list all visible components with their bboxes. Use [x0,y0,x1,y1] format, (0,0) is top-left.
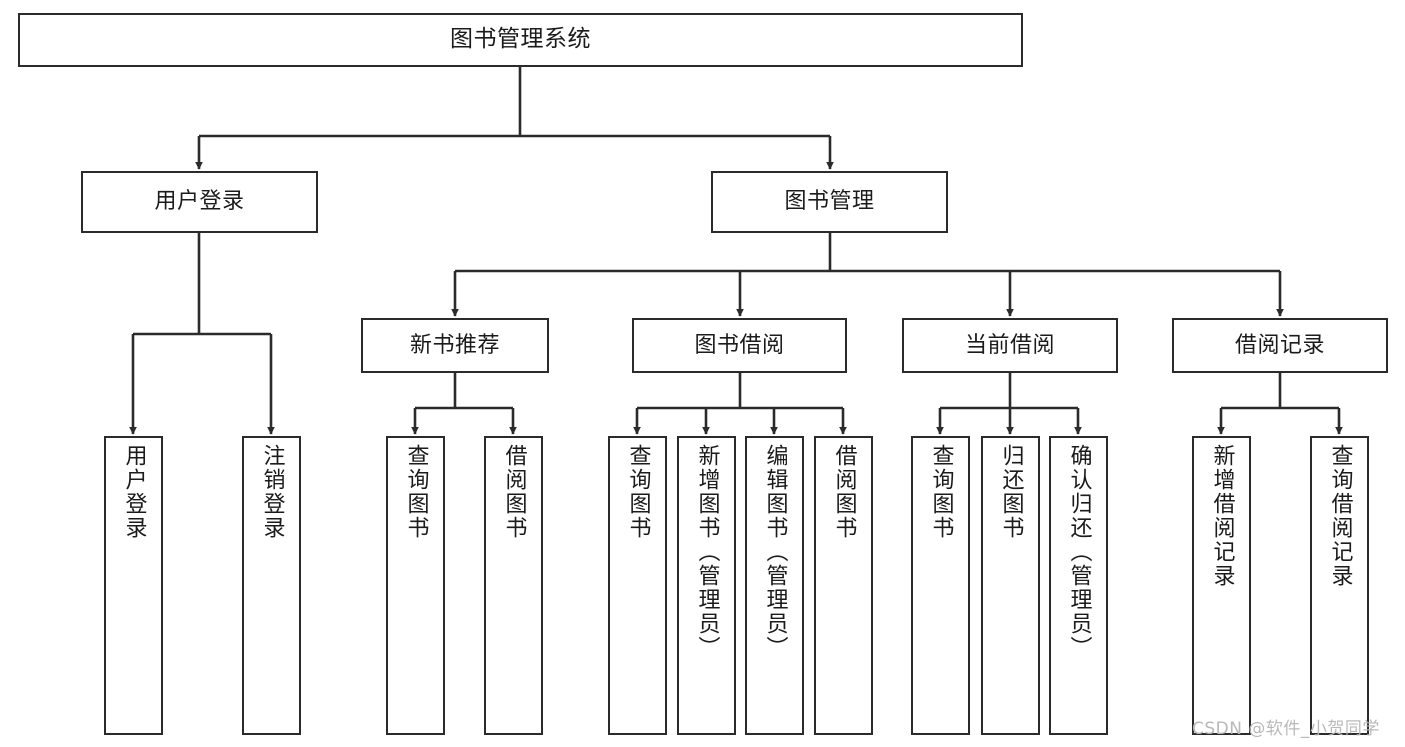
node-level2-book-management-label: 图书管理 [784,189,875,215]
node-leaf-label: 借阅图书 [831,444,857,540]
node-leaf-label: 用户登录 [121,444,147,540]
node-level3-current-borrow-label: 当前借阅 [964,332,1055,358]
node-leaf-label: 新增借阅记录 [1209,444,1235,588]
node-leaf-label: 查询借阅记录 [1327,444,1353,588]
node-leaf-confirm-return-admin[interactable]: 确认归还（管理员） [1049,436,1108,735]
node-leaf-query-book-current[interactable]: 查询图书 [911,436,970,735]
node-level3-book-borrow-label: 图书借阅 [694,332,785,358]
node-leaf-label: 归还图书 [998,444,1024,540]
node-leaf-edit-book-admin[interactable]: 编辑图书（管理员） [745,436,804,735]
node-level3-book-borrow[interactable]: 图书借阅 [632,318,847,373]
node-leaf-borrow-book-recommend[interactable]: 借阅图书 [484,436,543,735]
node-level2-user-login-label: 用户登录 [154,189,245,215]
node-level3-current-borrow[interactable]: 当前借阅 [902,318,1118,373]
node-leaf-query-borrow-record[interactable]: 查询借阅记录 [1310,436,1369,735]
node-root-label: 图书管理系统 [450,26,591,53]
node-leaf-return-book[interactable]: 归还图书 [981,436,1040,735]
node-level3-borrow-records[interactable]: 借阅记录 [1172,318,1388,373]
node-root-book-management-system[interactable]: 图书管理系统 [18,13,1023,67]
node-level3-new-book-recommend-label: 新书推荐 [409,332,500,358]
node-leaf-user-login[interactable]: 用户登录 [104,436,163,735]
node-leaf-borrow-book[interactable]: 借阅图书 [814,436,873,735]
node-level3-borrow-records-label: 借阅记录 [1234,332,1325,358]
node-leaf-query-book-borrow[interactable]: 查询图书 [608,436,667,735]
node-leaf-label: 确认归还（管理员） [1066,444,1092,660]
node-leaf-add-borrow-record[interactable]: 新增借阅记录 [1192,436,1251,735]
node-level3-new-book-recommend[interactable]: 新书推荐 [361,318,549,373]
node-leaf-add-book-admin[interactable]: 新增图书（管理员） [677,436,736,735]
node-leaf-label: 借阅图书 [501,444,527,540]
node-leaf-label: 查询图书 [625,444,651,540]
node-leaf-label: 查询图书 [928,444,954,540]
node-leaf-logout-login[interactable]: 注销登录 [242,436,301,735]
node-leaf-query-book-recommend[interactable]: 查询图书 [386,436,445,735]
node-leaf-label: 编辑图书（管理员） [762,444,788,660]
node-leaf-label: 新增图书（管理员） [694,444,720,660]
node-leaf-label: 查询图书 [403,444,429,540]
node-leaf-label: 注销登录 [259,444,285,540]
node-level2-book-management[interactable]: 图书管理 [711,171,948,233]
node-level2-user-login[interactable]: 用户登录 [81,171,318,233]
